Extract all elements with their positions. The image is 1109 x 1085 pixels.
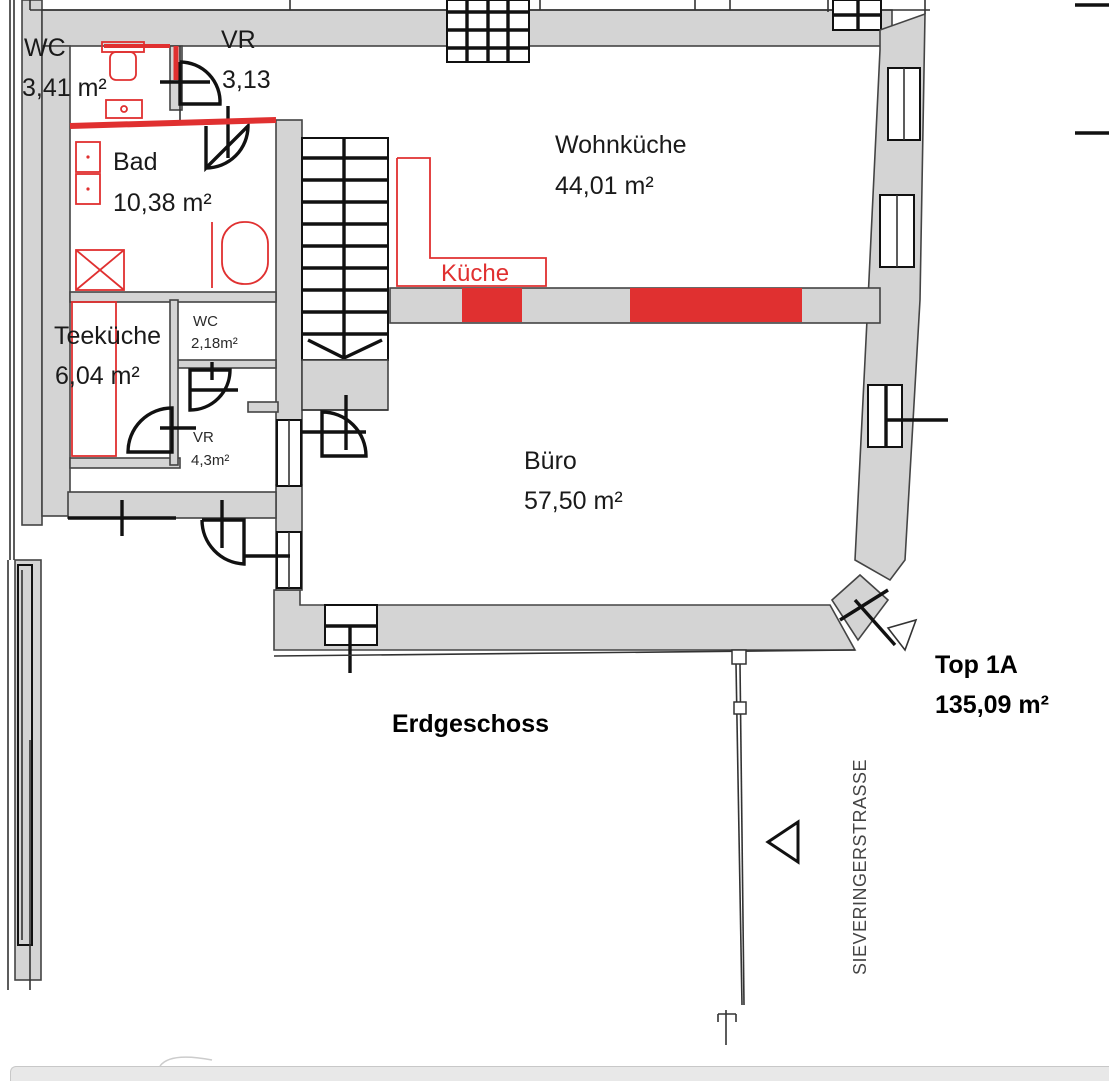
teekueche-name: Teeküche: [54, 322, 161, 350]
wc-small-area: 2,18m²: [191, 335, 238, 352]
vr-top-area: 3,13: [222, 66, 271, 94]
wc-top-area: 3,41 m²: [22, 74, 107, 102]
west-wall: [7, 0, 43, 990]
street-name: SIEVERINGERSTRASSE: [850, 759, 870, 975]
floor-label: Erdgeschoss: [392, 710, 549, 738]
bad-area: 10,38 m²: [113, 189, 212, 217]
wc-top-name: WC: [24, 34, 66, 62]
horizontal-scrollbar[interactable]: [10, 1066, 1109, 1081]
buero-area: 57,50 m²: [524, 487, 623, 515]
wohnkueche-area: 44,01 m²: [555, 172, 654, 200]
bad-name: Bad: [113, 148, 157, 176]
north-wall: [29, 0, 1109, 135]
red-markings: [69, 41, 802, 457]
unit-area: 135,09 m²: [935, 691, 1049, 719]
vr-small-area: 4,3m²: [191, 452, 229, 469]
doors: [68, 60, 368, 566]
east-wall: [854, 12, 948, 582]
vr-small-name: VR: [193, 429, 214, 446]
staircase: [301, 137, 389, 411]
kueche-label: Küche: [441, 260, 509, 287]
vr-top-name: VR: [221, 26, 256, 54]
teekueche-area: 6,04 m²: [55, 362, 140, 390]
south-wall: [273, 573, 918, 673]
unit-name: Top 1A: [935, 651, 1018, 679]
wc-small-name: WC: [193, 313, 218, 330]
buero-name: Büro: [524, 447, 577, 475]
property-line: [717, 649, 800, 1045]
room-labels: WC 3,41 m² VR 3,13 Bad 10,38 m² Wohnküch…: [22, 26, 1049, 975]
wohnkueche-name: Wohnküche: [555, 131, 687, 159]
